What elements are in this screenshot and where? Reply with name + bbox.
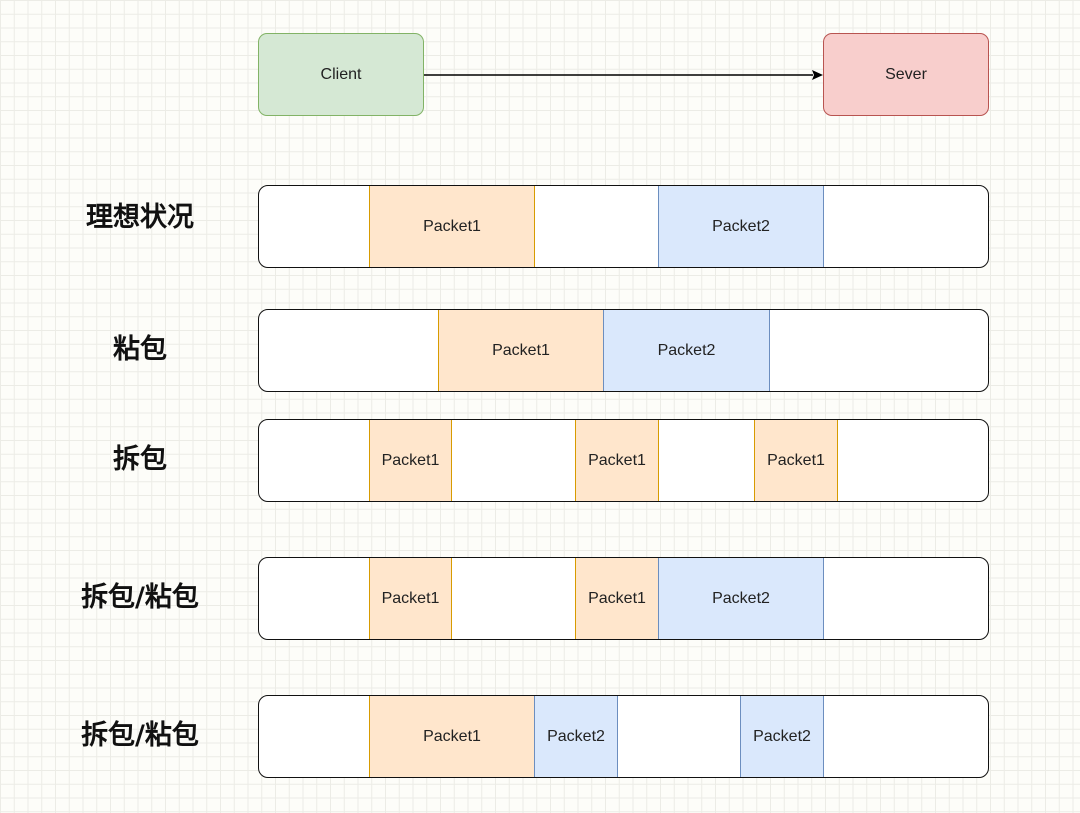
row-label-split-sticky-2: 拆包/粘包 bbox=[81, 720, 199, 751]
server-node: Sever bbox=[823, 33, 989, 116]
packet-segment: Packet1 bbox=[369, 558, 452, 639]
packet-segment: Packet1 bbox=[575, 420, 659, 501]
packet-segment: Packet1 bbox=[575, 558, 659, 639]
row-label-split: 拆包 bbox=[113, 444, 167, 475]
packet-segment: Packet1 bbox=[369, 186, 535, 267]
packet-segment: Packet1 bbox=[438, 310, 604, 391]
packet-segment: Packet1 bbox=[369, 696, 535, 777]
stream-bar-split: Packet1 Packet1 Packet1 bbox=[258, 419, 989, 502]
row-label-split-sticky-1: 拆包/粘包 bbox=[81, 582, 199, 613]
client-to-server-arrow bbox=[424, 70, 823, 80]
packet-segment: Packet2 bbox=[658, 186, 824, 267]
row-label-sticky: 粘包 bbox=[113, 334, 167, 365]
packet-segment: Packet2 bbox=[534, 696, 618, 777]
packet-segment: Packet2 bbox=[658, 558, 824, 639]
stream-bar-sticky: Packet1 Packet2 bbox=[258, 309, 989, 392]
stream-bar-split-sticky-1: Packet1 Packet1 Packet2 bbox=[258, 557, 989, 640]
stream-bar-split-sticky-2: Packet1 Packet2 Packet2 bbox=[258, 695, 989, 778]
packet-segment: Packet2 bbox=[603, 310, 770, 391]
packet-segment: Packet1 bbox=[754, 420, 838, 501]
client-node: Client bbox=[258, 33, 424, 116]
packet-segment: Packet1 bbox=[369, 420, 452, 501]
stream-bar-ideal: Packet1 Packet2 bbox=[258, 185, 989, 268]
row-label-ideal: 理想状况 bbox=[86, 202, 194, 233]
packet-segment: Packet2 bbox=[740, 696, 824, 777]
